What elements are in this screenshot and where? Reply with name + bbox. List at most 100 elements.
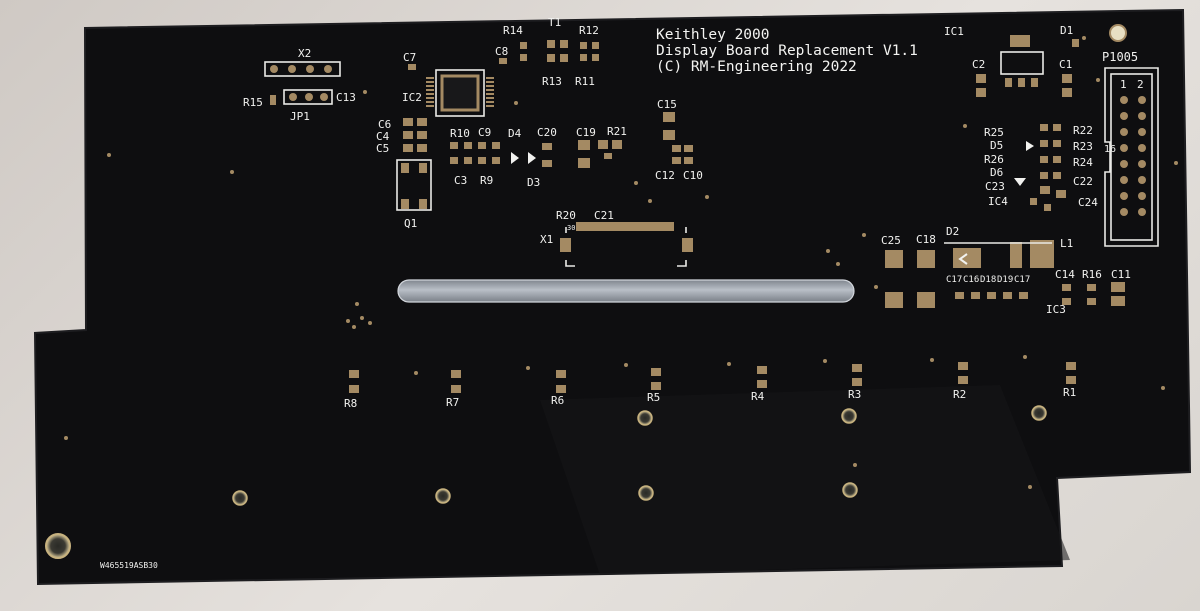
ic1-pins (976, 39, 1079, 97)
label-r10: R10 (450, 127, 470, 140)
label-pin2: 2 (1137, 78, 1144, 91)
c15-pads (663, 112, 693, 164)
label-c7: C7 (403, 51, 416, 64)
label-c2: C2 (972, 58, 985, 71)
c7-pad (408, 64, 416, 70)
right-small-pads (1030, 124, 1066, 211)
label-c17b: C17 (1014, 275, 1030, 285)
label-jp1: JP1 (290, 110, 310, 123)
label-c6: C6 (378, 118, 391, 131)
label-x1: X1 (540, 233, 553, 246)
label-d19: D19 (997, 275, 1013, 285)
c8-pad (499, 58, 507, 64)
label-c22: C22 (1073, 175, 1093, 188)
label-r8: R8 (344, 397, 357, 410)
ic1-tab (1010, 35, 1030, 47)
label-c12: C12 (655, 169, 675, 182)
ic2-outline (435, 69, 485, 117)
label-d3: D3 (527, 176, 540, 189)
label-r25: R25 (984, 126, 1004, 139)
d6-symbol (1014, 178, 1026, 186)
q1-outline (396, 159, 432, 211)
label-d2: D2 (946, 225, 959, 238)
x2-pin (288, 65, 296, 73)
label-r21: R21 (607, 125, 627, 138)
label-c16: C16 (963, 275, 979, 285)
d4-symbol (511, 152, 519, 164)
board-slot (397, 279, 855, 303)
d3-symbol (528, 152, 536, 164)
label-c23: C23 (985, 180, 1005, 193)
label-r3: R3 (848, 388, 861, 401)
label-r26: R26 (984, 153, 1004, 166)
c-pads-left (403, 118, 427, 152)
jp1-pin (320, 93, 328, 101)
label-c5: C5 (376, 142, 389, 155)
mid-pads (450, 140, 622, 168)
label-c17: C17 (946, 275, 962, 285)
label-d4: D4 (508, 127, 522, 140)
board-serial: W465519ASB30 (100, 561, 158, 570)
p1005-inner-outline (1110, 73, 1153, 241)
label-c11: C11 (1111, 268, 1131, 281)
label-r24: R24 (1073, 156, 1093, 169)
label-c25: C25 (881, 234, 901, 247)
label-r15: R15 (243, 96, 263, 109)
p1005-pins (1120, 96, 1146, 216)
label-c19: C19 (576, 126, 596, 139)
label-c9: C9 (478, 126, 491, 139)
x1-mount-pad-left (560, 238, 571, 252)
label-c15: C15 (657, 98, 677, 111)
title-line-2: Display Board Replacement V1.1 (656, 43, 918, 59)
vias (64, 36, 1178, 489)
label-t1: T1 (548, 16, 561, 29)
label-c20: C20 (537, 126, 557, 139)
label-r20: R20 (556, 209, 576, 222)
label-ic3: IC3 (1046, 303, 1066, 316)
label-q1: Q1 (404, 217, 417, 230)
label-c4: C4 (376, 130, 390, 143)
r15-pad (270, 95, 276, 105)
x1-outline (565, 227, 687, 267)
label-d18: D18 (980, 275, 996, 285)
label-r7: R7 (446, 396, 459, 409)
x1-fine-pitch-pads (576, 222, 674, 231)
x2-pin (306, 65, 314, 73)
label-l1: L1 (1060, 237, 1073, 250)
ic2-pins (426, 77, 494, 107)
label-r12: R12 (579, 24, 599, 37)
label-r13: R13 (542, 75, 562, 88)
label-d1: D1 (1060, 24, 1073, 37)
label-r2: R2 (953, 388, 966, 401)
label-ic1: IC1 (944, 25, 964, 38)
label-r4: R4 (751, 390, 765, 403)
label-pin30: 30 (567, 224, 575, 232)
label-r23: R23 (1073, 140, 1093, 153)
label-c24: C24 (1078, 196, 1098, 209)
plated-holes (45, 405, 1047, 559)
label-ic2: IC2 (402, 91, 422, 104)
label-c18: C18 (916, 233, 936, 246)
x2-pin (270, 65, 278, 73)
label-r1: R1 (1063, 386, 1076, 399)
label-d6: D6 (990, 166, 1003, 179)
label-r5: R5 (647, 391, 660, 404)
jp1-header-outline (283, 89, 333, 105)
title-line-3: (C) RM-Engineering 2022 (656, 59, 857, 75)
label-r14: R14 (503, 24, 523, 37)
label-c3: C3 (454, 174, 467, 187)
label-c14: C14 (1055, 268, 1075, 281)
label-pin1: 1 (1120, 78, 1127, 91)
t1-pads (520, 40, 599, 62)
label-x2: X2 (298, 47, 311, 60)
x2-header-outline (264, 61, 341, 77)
label-p1005: P1005 (1102, 50, 1138, 64)
label-r16: R16 (1082, 268, 1102, 281)
power-pads (885, 240, 1054, 308)
bottom-resistor-row: R8 R7 R6 R5 R4 R3 R2 R1 (344, 362, 1076, 410)
label-c13: C13 (336, 91, 356, 104)
label-c10: C10 (683, 169, 703, 182)
d2-symbol (958, 253, 968, 265)
q1-pads (401, 163, 427, 209)
